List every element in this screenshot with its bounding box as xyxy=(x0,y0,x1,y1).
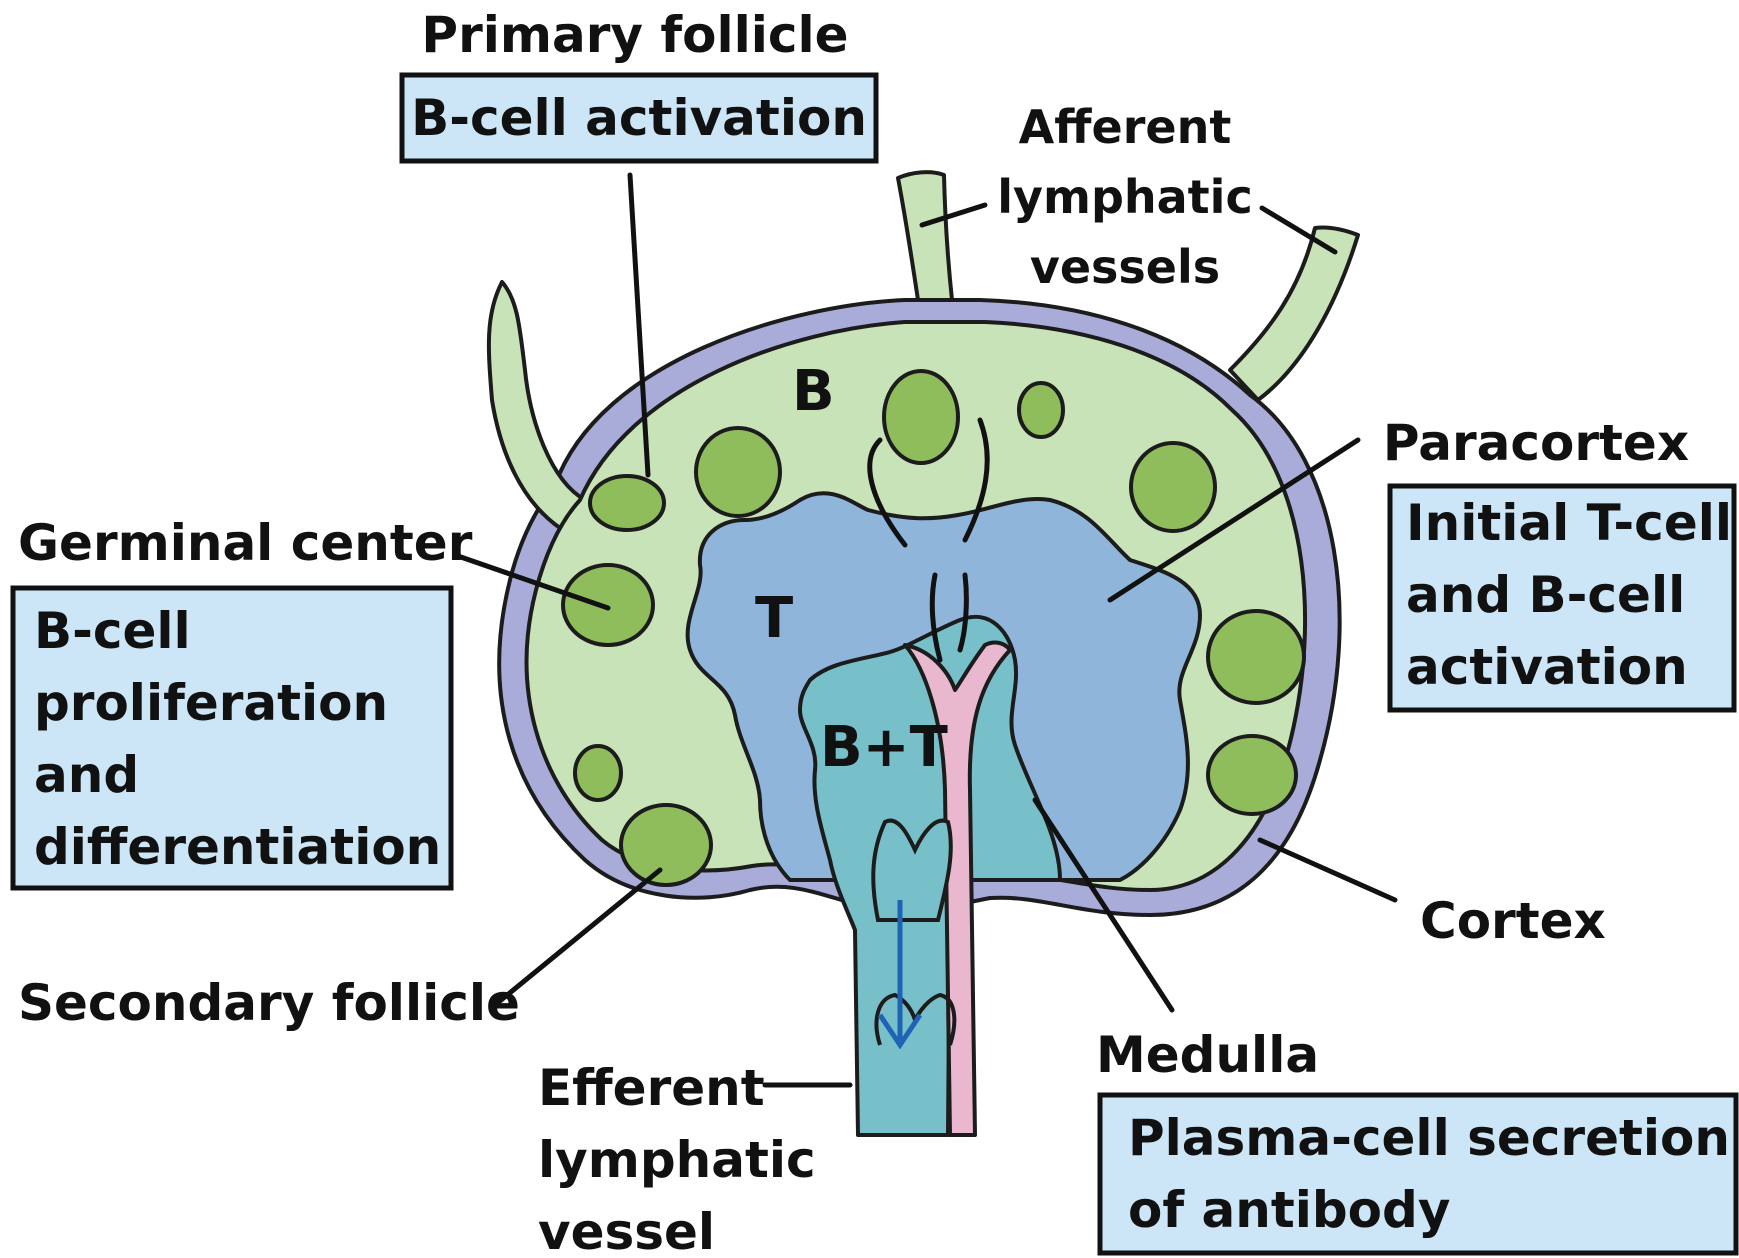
primary-follicle-title: Primary follicle xyxy=(421,6,848,64)
label-efferent-lymphatic-vessel: Efferent lymphatic vessel xyxy=(538,1059,816,1258)
region-label-t: T xyxy=(755,586,793,651)
region-label-b: B xyxy=(792,359,835,424)
follicle xyxy=(1019,383,1063,437)
germinal-center-box-line-2: proliferation xyxy=(34,674,388,732)
germinal-center-box-line-4: differentiation xyxy=(34,818,441,876)
follicle xyxy=(696,428,780,516)
medulla-title: Medulla xyxy=(1096,1026,1319,1084)
label-secondary-follicle: Secondary follicle xyxy=(18,974,520,1032)
paracortex-box-line-1: Initial T-cell xyxy=(1406,494,1732,552)
label-paracortex: Paracortex Initial T-cell and B-cell act… xyxy=(1383,414,1734,710)
afferent-vessel-middle xyxy=(898,172,952,300)
afferent-line-2: lymphatic xyxy=(997,170,1252,224)
label-medulla: Medulla Plasma-cell secretion of antibod… xyxy=(1096,1026,1736,1253)
germinal-center-box-line-3: and xyxy=(34,746,139,804)
follicle-secondary xyxy=(621,805,711,885)
primary-follicle-box-text: B-cell activation xyxy=(411,89,867,147)
paracortex-box-line-2: and B-cell xyxy=(1406,566,1685,624)
afferent-vessel-left xyxy=(489,282,585,528)
afferent-line-3: vessels xyxy=(1030,240,1220,294)
label-afferent-lymphatic-vessels: Afferent lymphatic vessels xyxy=(997,100,1252,294)
label-cortex: Cortex xyxy=(1420,892,1606,950)
medulla-box-line-1: Plasma-cell secretion xyxy=(1128,1109,1730,1167)
germinal-center-follicle xyxy=(563,565,653,645)
efferent-line-2: lymphatic xyxy=(538,1131,816,1189)
paracortex-box-line-3: activation xyxy=(1406,638,1688,696)
follicle xyxy=(1208,736,1296,814)
follicle xyxy=(1131,443,1215,531)
label-primary-follicle: Primary follicle B-cell activation xyxy=(402,6,876,161)
leader-cortex xyxy=(1260,840,1395,900)
label-germinal-center: Germinal center B-cell proliferation and… xyxy=(13,514,473,888)
follicle xyxy=(884,371,958,463)
follicle xyxy=(1208,611,1304,703)
efferent-line-1: Efferent xyxy=(538,1059,765,1117)
afferent-line-1: Afferent xyxy=(1019,100,1232,154)
lymph-node: B T B+T xyxy=(489,172,1358,1135)
efferent-line-3: vessel xyxy=(538,1203,715,1258)
paracortex-title: Paracortex xyxy=(1383,414,1689,472)
follicle xyxy=(575,746,621,800)
medulla-box-line-2: of antibody xyxy=(1128,1181,1450,1239)
follicle-primary xyxy=(590,476,664,530)
germinal-center-title: Germinal center xyxy=(18,514,473,572)
afferent-vessel-right xyxy=(1230,227,1358,400)
germinal-center-box-line-1: B-cell xyxy=(34,602,191,660)
region-label-bt: B+T xyxy=(820,715,948,780)
